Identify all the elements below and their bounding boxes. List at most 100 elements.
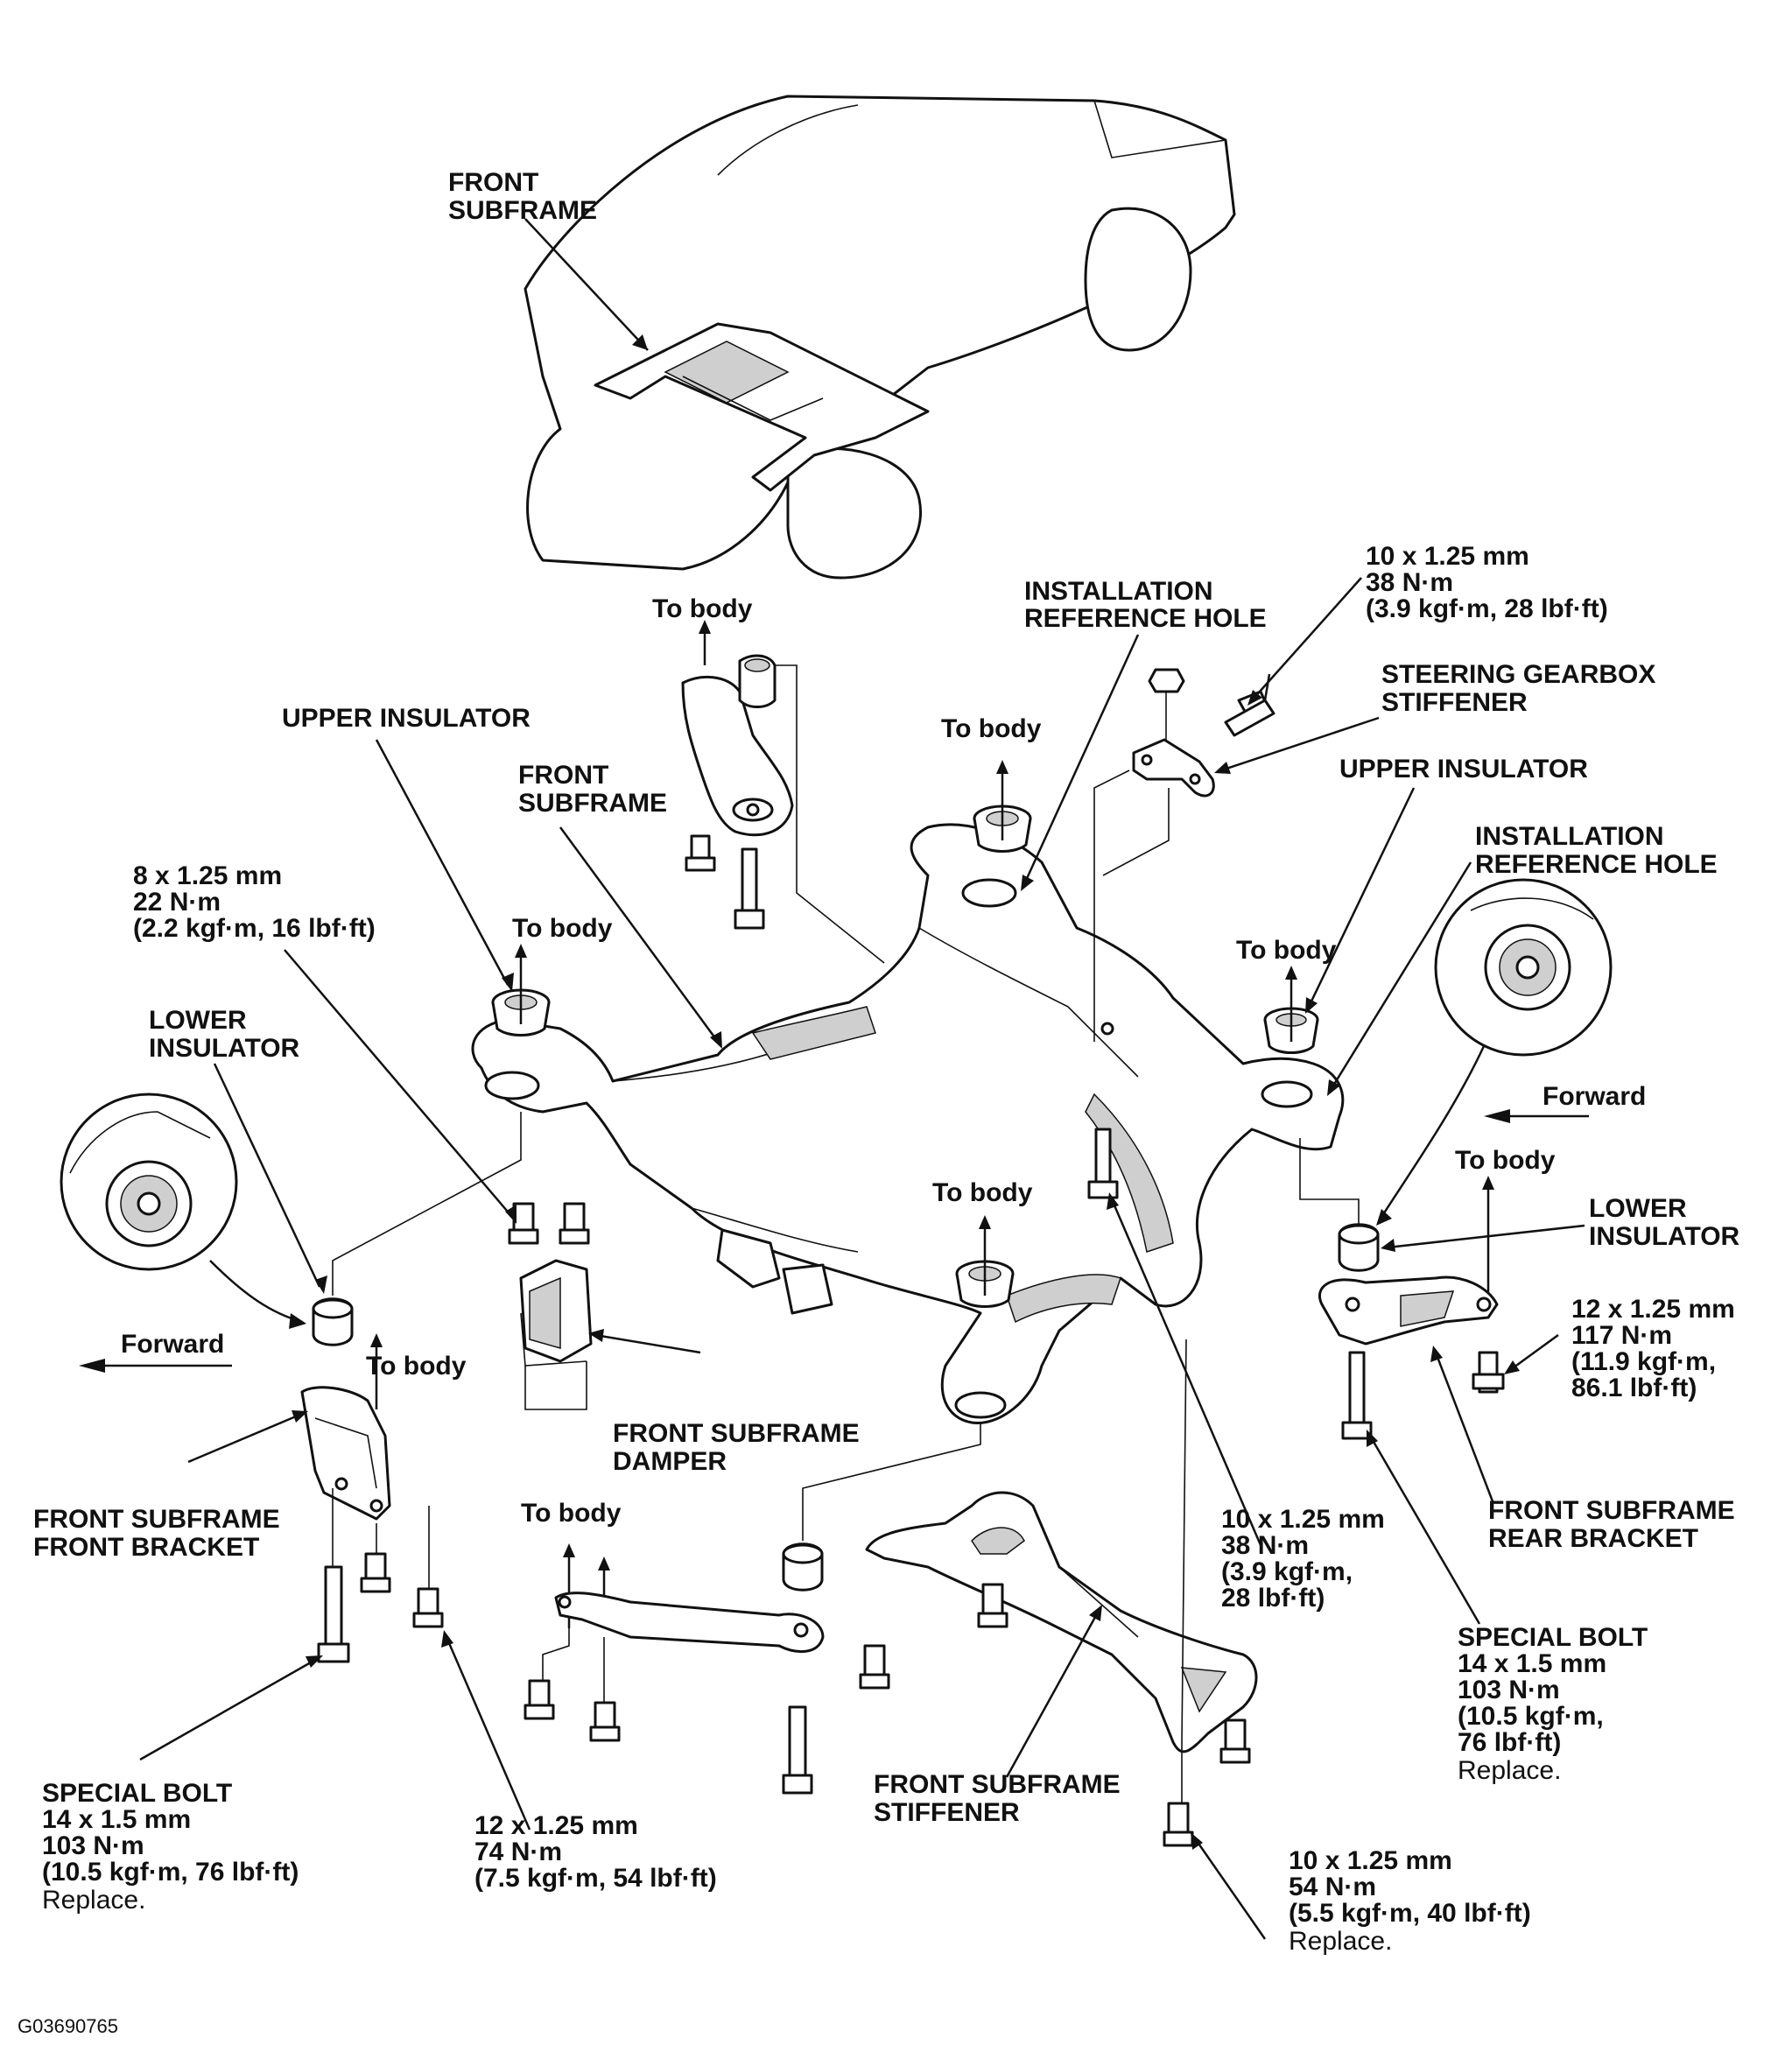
bolt-j [412, 1587, 444, 1628]
spec-special-bolt-left-1: 14 x 1.5 mm [42, 1805, 191, 1834]
spec-8x125-22-3: (2.2 kgf·m, 16 lbf·ft) [133, 914, 376, 943]
label-front-subframe-rear-bracket-1: FRONT SUBFRAME [1488, 1496, 1735, 1525]
leader-lines [139, 577, 1585, 1940]
label-front-subframe-damper-2: DAMPER [613, 1447, 727, 1476]
spec-special-bolt-left-3: (10.5 kgf·m, 76 lbf·ft) [42, 1858, 299, 1887]
spec-special-bolt-left-2: 103 N·m [42, 1831, 144, 1860]
bolt-i [360, 1552, 391, 1593]
spec-12x125-117-4: 86.1 lbf·ft) [1571, 1374, 1697, 1402]
label-to-body-top: To body [652, 594, 753, 623]
spec-12x125-117-3: (11.9 kgf·m, [1571, 1347, 1716, 1376]
label-forward-left: Forward [121, 1330, 224, 1359]
spec-10x125-54-2: 54 N·m [1289, 1873, 1376, 1901]
spec-10x125-38-mid-3: (3.9 kgf·m, [1221, 1557, 1353, 1586]
label-to-body-bottom: To body [521, 1499, 622, 1528]
label-lower-insulator-right-1: LOWER [1589, 1194, 1687, 1223]
lower-insulator-left [312, 1297, 354, 1346]
bolt-k [524, 1679, 555, 1720]
label-lower-insulator-right-2: INSULATOR [1589, 1222, 1740, 1251]
spec-special-bolt-right-3: (10.5 kgf·m, [1458, 1702, 1604, 1731]
label-front-subframe-mid-1: FRONT [518, 761, 608, 790]
rear-bracket-top [681, 654, 885, 964]
label-replace-left: Replace. [42, 1886, 145, 1915]
label-front-subframe-stiffener-1: FRONT SUBFRAME [874, 1770, 1121, 1799]
forward-arrow-right [1484, 1109, 1589, 1123]
label-to-body-mid: To body [941, 714, 1042, 743]
label-installation-reference-hole-right-1: INSTALLATION [1475, 822, 1664, 851]
spec-8x125-22-2: 22 N·m [133, 888, 221, 917]
front-subframe [471, 823, 1345, 1425]
bolt-h [317, 1565, 350, 1663]
spec-10x125-38-mid-4: 28 lbf·ft) [1221, 1584, 1325, 1613]
label-to-body-center: To body [932, 1178, 1033, 1207]
label-lower-insulator-left-2: INSULATOR [149, 1034, 300, 1063]
alignment-lines [332, 1112, 1360, 1803]
spec-12x125-74-2: 74 N·m [474, 1838, 562, 1866]
front-link-arm [554, 1592, 825, 1654]
label-forward-right: Forward [1543, 1082, 1646, 1111]
label-installation-reference-hole-top-1: INSTALLATION [1024, 577, 1213, 606]
steering-bolt-upper [1224, 673, 1275, 737]
detail-circle-left [60, 1093, 306, 1329]
label-upper-insulator-right: UPPER INSULATOR [1339, 755, 1588, 784]
steering-gearbox-stiffener [1093, 668, 1269, 1042]
bolt-f [1472, 1351, 1505, 1394]
spec-10x125-54-1: 10 x 1.25 mm [1289, 1846, 1452, 1875]
spec-12x125-117-1: 12 x 1.25 mm [1571, 1295, 1735, 1324]
bolts [317, 834, 1505, 1847]
label-special-bolt-right: SPECIAL BOLT [1458, 1623, 1648, 1652]
front-subframe-stiffener [865, 1491, 1258, 1753]
label-steering-gearbox-stiffener-2: STIFFENER [1381, 688, 1528, 717]
spec-special-bolt-right-4: 76 lbf·ft) [1458, 1728, 1561, 1757]
car-subframe-leader [524, 218, 649, 351]
label-to-body-left: To body [512, 914, 613, 943]
spec-10x125-38-mid-2: 38 N·m [1221, 1531, 1309, 1560]
spec-12x125-117-2: 117 N·m [1571, 1321, 1672, 1350]
lower-insulator-center [782, 1542, 824, 1592]
label-upper-insulator-left: UPPER INSULATOR [282, 704, 531, 733]
labels: FRONT SUBFRAME To body INSTALLATION REFE… [18, 168, 1740, 2037]
to-body-arrows [370, 620, 1494, 1628]
forward-arrow-left [79, 1359, 232, 1373]
label-lower-insulator-left-1: LOWER [149, 1006, 247, 1035]
spec-10x125-38-mid-1: 10 x 1.25 mm [1221, 1505, 1385, 1534]
spec-8x125-22-1: 8 x 1.25 mm [133, 861, 282, 890]
bolt-p [1219, 1718, 1251, 1764]
label-front-subframe-damper-1: FRONT SUBFRAME [613, 1419, 860, 1448]
label-front-subframe-top-1: FRONT [448, 168, 538, 197]
front-subframe-rear-bracket [1318, 1275, 1499, 1346]
label-front-subframe-stiffener-2: STIFFENER [874, 1798, 1020, 1827]
bolt-o [977, 1583, 1008, 1628]
detail-circle-right [1376, 878, 1613, 1226]
label-installation-reference-hole-right-2: REFERENCE HOLE [1475, 850, 1718, 879]
label-front-subframe-rear-bracket-2: REAR BRACKET [1488, 1524, 1698, 1553]
front-subframe-front-bracket [300, 1386, 391, 1521]
bolt-a [685, 834, 716, 872]
spec-12x125-74-1: 12 x 1.25 mm [474, 1811, 638, 1840]
label-to-body-far-right: To body [1455, 1146, 1556, 1175]
figure-code: G03690765 [18, 2015, 118, 2037]
spec-12x125-74-3: (7.5 kgf·m, 54 lbf·ft) [474, 1864, 717, 1893]
label-installation-reference-hole-top-2: REFERENCE HOLE [1024, 604, 1267, 633]
bolt-b [734, 847, 765, 930]
label-special-bolt-left: SPECIAL BOLT [42, 1779, 232, 1808]
spec-special-bolt-right-1: 14 x 1.5 mm [1458, 1649, 1606, 1678]
spec-10x125-54-3: (5.5 kgf·m, 40 lbf·ft) [1289, 1899, 1531, 1928]
bolt-n [859, 1644, 890, 1690]
label-to-body-left-lower: To body [366, 1352, 467, 1381]
spec-10x125-38-top-2: 38 N·m [1366, 568, 1453, 597]
bolt-l [589, 1701, 621, 1742]
label-front-subframe-front-bracket-1: FRONT SUBFRAME [33, 1505, 280, 1534]
label-steering-gearbox-stiffener-1: STEERING GEARBOX [1381, 660, 1655, 689]
label-front-subframe-top-2: SUBFRAME [448, 196, 597, 225]
label-replace-bottom: Replace. [1289, 1927, 1392, 1956]
car-illustration [524, 95, 1236, 580]
bolt-m [782, 1705, 813, 1795]
car-subframe [594, 322, 930, 492]
spec-10x125-38-top-1: 10 x 1.25 mm [1366, 542, 1529, 571]
label-front-subframe-mid-2: SUBFRAME [518, 789, 667, 818]
label-front-subframe-front-bracket-2: FRONT BRACKET [33, 1533, 259, 1562]
label-to-body-right: To body [1236, 936, 1337, 965]
bolt-q [1163, 1802, 1194, 1847]
